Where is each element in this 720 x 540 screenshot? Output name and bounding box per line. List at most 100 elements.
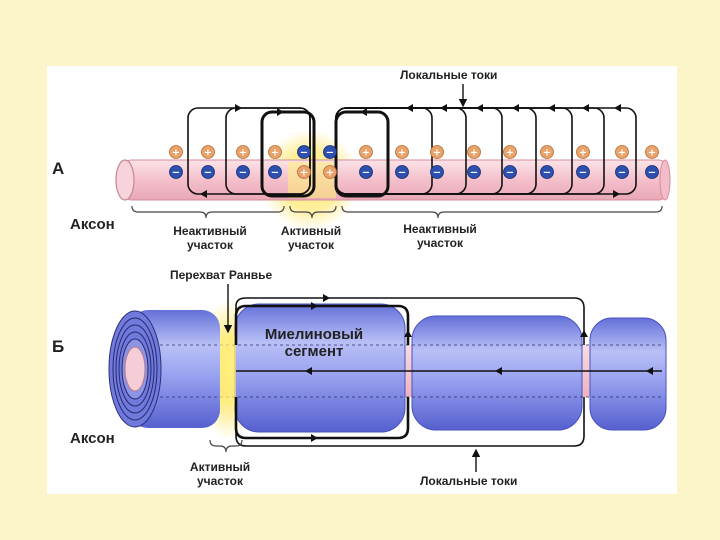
ion-sign-top-2: + (239, 148, 247, 159)
negative-ion-bottom-0 (169, 165, 183, 179)
positive-ion-top-2 (236, 145, 250, 159)
positive-ion-top-3 (268, 145, 282, 159)
positive-ion-top-10 (503, 145, 517, 159)
positive-ion-top-11 (540, 145, 554, 159)
arrow-a-10 (614, 104, 621, 112)
arrow-a-1 (235, 104, 242, 112)
positive-ion-top-0 (169, 145, 183, 159)
ion-sign-top-1: + (204, 148, 212, 159)
positive-ion-top-1 (201, 145, 215, 159)
ranvier-node-highlight (220, 335, 236, 405)
arrow-b-1 (311, 302, 318, 310)
negative-ion-bottom-9 (467, 165, 481, 179)
current-arrows-a (200, 104, 621, 198)
ion-sign-bottom-6: − (362, 168, 370, 179)
axon-end-right-a (659, 159, 671, 201)
spiral-ring-3 (118, 331, 152, 407)
ion-sign-top-12: + (579, 148, 587, 159)
charges-bottom-row: −−−−++−−−−−−−−− (169, 165, 659, 179)
charges-top-row: ++++−−+++++++++ (169, 145, 659, 159)
negative-ion-bottom-8 (430, 165, 444, 179)
negative-ion-bottom-7 (395, 165, 409, 179)
loop-b-large-top (235, 297, 585, 345)
arrow-b-5 (495, 367, 502, 375)
positive-ion-top-7 (395, 145, 409, 159)
axon-a-group (115, 130, 671, 230)
ion-sign-bottom-11: − (543, 168, 551, 179)
ion-sign-bottom-9: − (470, 168, 478, 179)
myelin-spiral-end (108, 310, 220, 428)
negative-ion-bottom-11 (540, 165, 554, 179)
positive-ion-top-9 (467, 145, 481, 159)
arrow-a-4 (406, 104, 413, 112)
negative-ion-bottom-2 (236, 165, 250, 179)
spiral-ring-1 (112, 317, 158, 421)
ion-sign-bottom-8: − (433, 168, 441, 179)
ion-sign-bottom-4: + (300, 168, 308, 179)
brace-active-top (289, 205, 337, 219)
ion-sign-bottom-5: + (326, 168, 334, 179)
arrow-a-9 (582, 104, 589, 112)
current-loops-b (234, 297, 662, 447)
arrow-a-12 (613, 190, 620, 198)
positive-ion-top-13 (615, 145, 629, 159)
ion-sign-top-4: − (300, 148, 308, 159)
arrow-b-4 (305, 367, 312, 375)
negative-ion-bottom-10 (503, 165, 517, 179)
active-bottom-label: Активный участок (189, 460, 251, 488)
arrow-a-3 (360, 108, 367, 116)
negative-ion-bottom-3 (268, 165, 282, 179)
negative-ion-bottom-14 (645, 165, 659, 179)
axon-label-a: Аксон (70, 216, 115, 233)
ion-sign-top-10: + (506, 148, 514, 159)
negative-ion-top-4 (297, 145, 311, 159)
ion-sign-top-8: + (433, 148, 441, 159)
myelin-segment-1 (234, 303, 406, 433)
ion-sign-top-5: − (326, 148, 334, 159)
myelin-segment-2 (411, 315, 583, 431)
arrow-a-11 (200, 190, 207, 198)
arrow-a-8 (548, 104, 555, 112)
arrow-b-8 (404, 330, 412, 337)
positive-ion-top-12 (576, 145, 590, 159)
local-currents-label-top: Локальные токи (400, 68, 498, 82)
panel-label-b: Б (52, 337, 65, 356)
positive-ion-bottom-5 (323, 165, 337, 179)
brace-inactive-right (341, 205, 663, 219)
ion-sign-bottom-12: − (579, 168, 587, 179)
arrow-a-5 (440, 104, 447, 112)
panel-label-a: А (52, 159, 65, 178)
arrow-b-2 (311, 434, 318, 442)
ion-sign-bottom-3: − (271, 168, 279, 179)
negative-ion-bottom-13 (615, 165, 629, 179)
myelin-segment-label: Миелиновый сегмент (264, 326, 364, 360)
axon-label-b: Аксон (70, 430, 115, 447)
ion-sign-bottom-0: − (172, 168, 180, 179)
ion-sign-bottom-1: − (204, 168, 212, 179)
myelin-segment-3 (589, 317, 667, 431)
positive-ion-bottom-4 (297, 165, 311, 179)
arrow-a-2 (277, 108, 284, 116)
axon-core-end-b (124, 346, 146, 392)
ion-sign-top-13: + (618, 148, 626, 159)
inactive-left-label: Неактивный участок (173, 224, 247, 252)
negative-ion-bottom-6 (359, 165, 373, 179)
ion-sign-bottom-10: − (506, 168, 514, 179)
arrow-a-7 (512, 104, 519, 112)
positive-ion-top-8 (430, 145, 444, 159)
positive-ion-top-6 (359, 145, 373, 159)
negative-ion-bottom-1 (201, 165, 215, 179)
loop-b-large-bottom (235, 397, 585, 447)
ion-sign-top-14: + (648, 148, 656, 159)
ion-sign-top-3: + (271, 148, 279, 159)
arrow-b-6 (646, 367, 653, 375)
arrow-b-3 (323, 294, 330, 302)
negative-ion-top-5 (323, 145, 337, 159)
brace-active-bottom (209, 439, 243, 453)
ion-sign-bottom-14: − (648, 168, 656, 179)
local-currents-label-bottom: Локальные токи (420, 474, 518, 488)
negative-ion-bottom-12 (576, 165, 590, 179)
current-arrows-b (305, 294, 653, 442)
active-top-label: Активный участок (280, 224, 342, 252)
ion-sign-top-11: + (543, 148, 551, 159)
